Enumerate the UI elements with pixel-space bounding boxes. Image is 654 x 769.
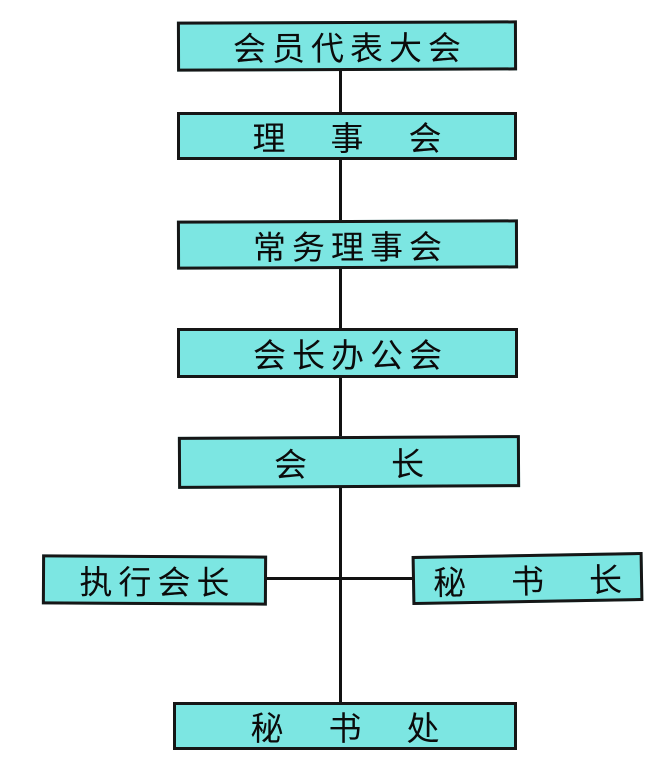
node-president: 会 长 [177,435,521,489]
node-council: 理 事 会 [177,112,517,160]
node-member-congress: 会员代表大会 [176,20,518,72]
node-secretary-general: 秘 书 长 [411,551,644,606]
connector-council-standing [339,160,342,220]
connector-president-secretariat [339,488,342,702]
connector-congress-council [339,71,342,112]
node-secretariat: 秘 书 处 [173,702,517,750]
node-standing-council: 常务理事会 [176,219,519,270]
node-president-office: 会长办公会 [177,328,518,378]
connector-exec-secretary-general [267,577,412,580]
connector-standing-office [339,269,342,328]
connector-office-president [339,378,342,436]
node-executive-president: 执行会长 [41,554,268,606]
